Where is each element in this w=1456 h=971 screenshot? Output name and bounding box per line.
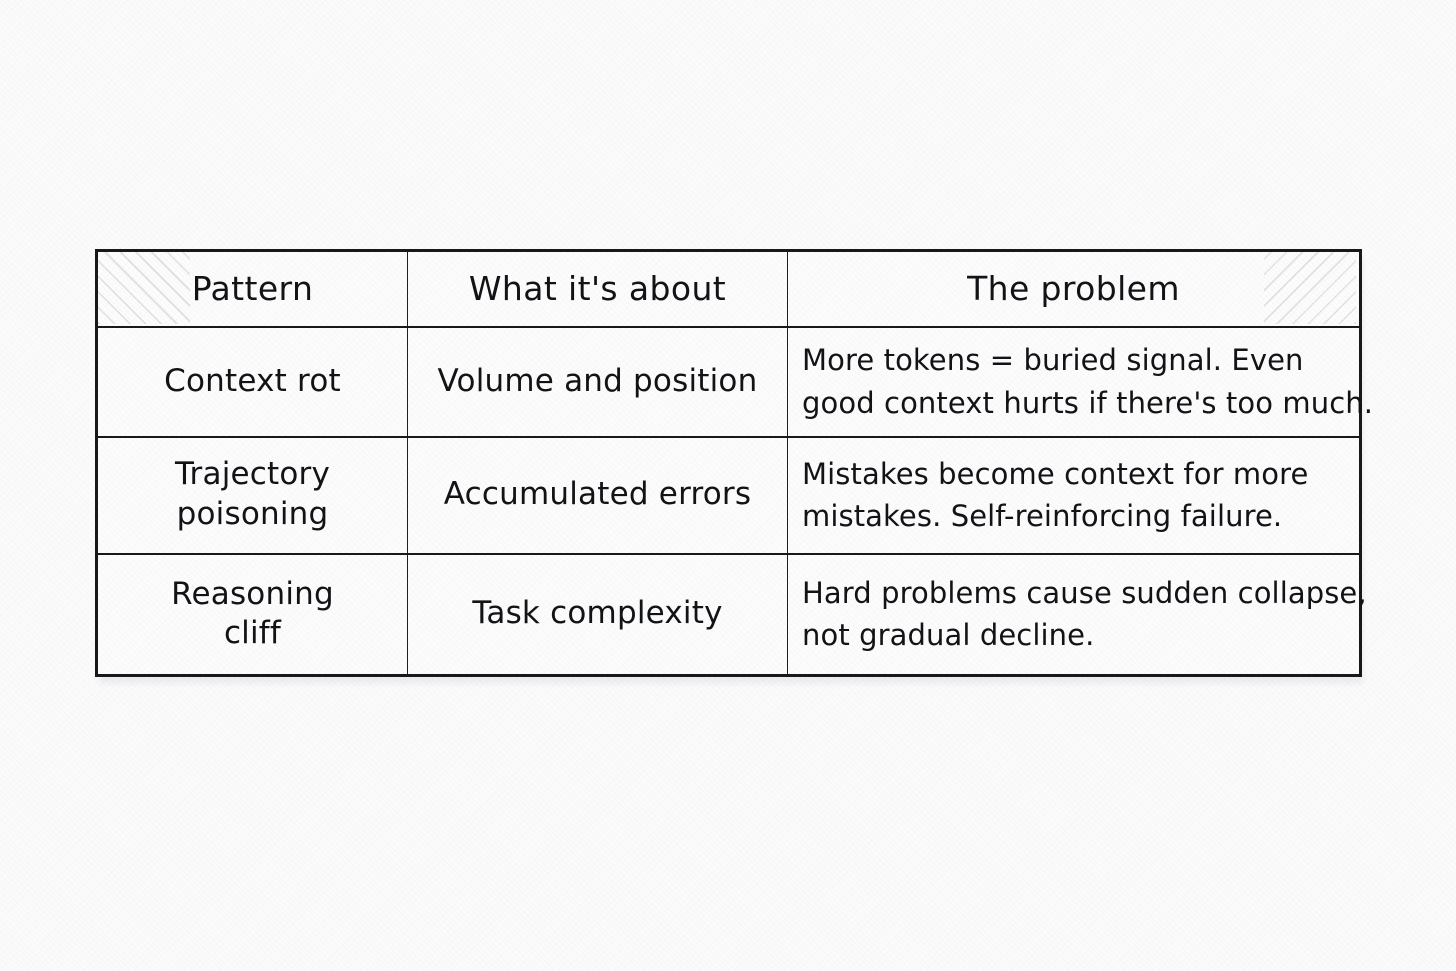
column-header-problem: The problem: [787, 249, 1361, 328]
cell-pattern: Context rot: [96, 325, 408, 438]
cell-text-line: mistakes. Self-reinforcing failure.: [802, 499, 1283, 533]
cell-pattern: Reasoning cliff: [96, 552, 408, 677]
table-row: Trajectory poisoning Accumulated errors …: [96, 435, 1361, 555]
cell-text-line: cliff: [223, 615, 282, 652]
patterns-table: Pattern What it's about The problem Cont…: [95, 249, 1374, 677]
cell-text-line: good context hurts if there's too much.: [802, 385, 1374, 420]
cell-about: Volume and position: [407, 325, 788, 438]
table-row: Context rot Volume and position More tok…: [96, 325, 1374, 438]
cell-problem: Hard problems cause sudden collapse, not…: [787, 552, 1367, 677]
cell-problem: More tokens = buried signal. Even good c…: [787, 325, 1374, 438]
cell-text-line: Hard problems cause sudden collapse,: [802, 576, 1367, 611]
table-body: Context rot Volume and position More tok…: [96, 325, 1374, 677]
cell-about: Accumulated errors: [407, 435, 788, 555]
cell-text-line: not gradual decline.: [802, 618, 1095, 653]
column-header-pattern: Pattern: [96, 249, 408, 328]
cell-pattern: Trajectory poisoning: [96, 435, 408, 555]
cell-about: Task complexity: [407, 552, 788, 677]
cell-text-line: Reasoning: [171, 575, 334, 612]
cell-text-line: More tokens = buried signal. Even: [802, 343, 1304, 378]
cell-text-line: Mistakes become context for more: [802, 456, 1309, 491]
table-row: Reasoning cliff Task complexity Hard pro…: [96, 552, 1367, 677]
table-container: Pattern What it's about The problem Cont…: [95, 249, 1374, 677]
cell-text-line: Trajectory: [174, 456, 331, 493]
cell-text-line: Context rot: [164, 362, 341, 399]
table-header-row: Pattern What it's about The problem: [96, 249, 1361, 328]
table-header: Pattern What it's about The problem: [96, 249, 1361, 328]
cell-text-line: poisoning: [176, 496, 329, 532]
cell-problem: Mistakes become context for more mistake…: [787, 435, 1361, 555]
column-header-about: What it's about: [407, 249, 788, 328]
